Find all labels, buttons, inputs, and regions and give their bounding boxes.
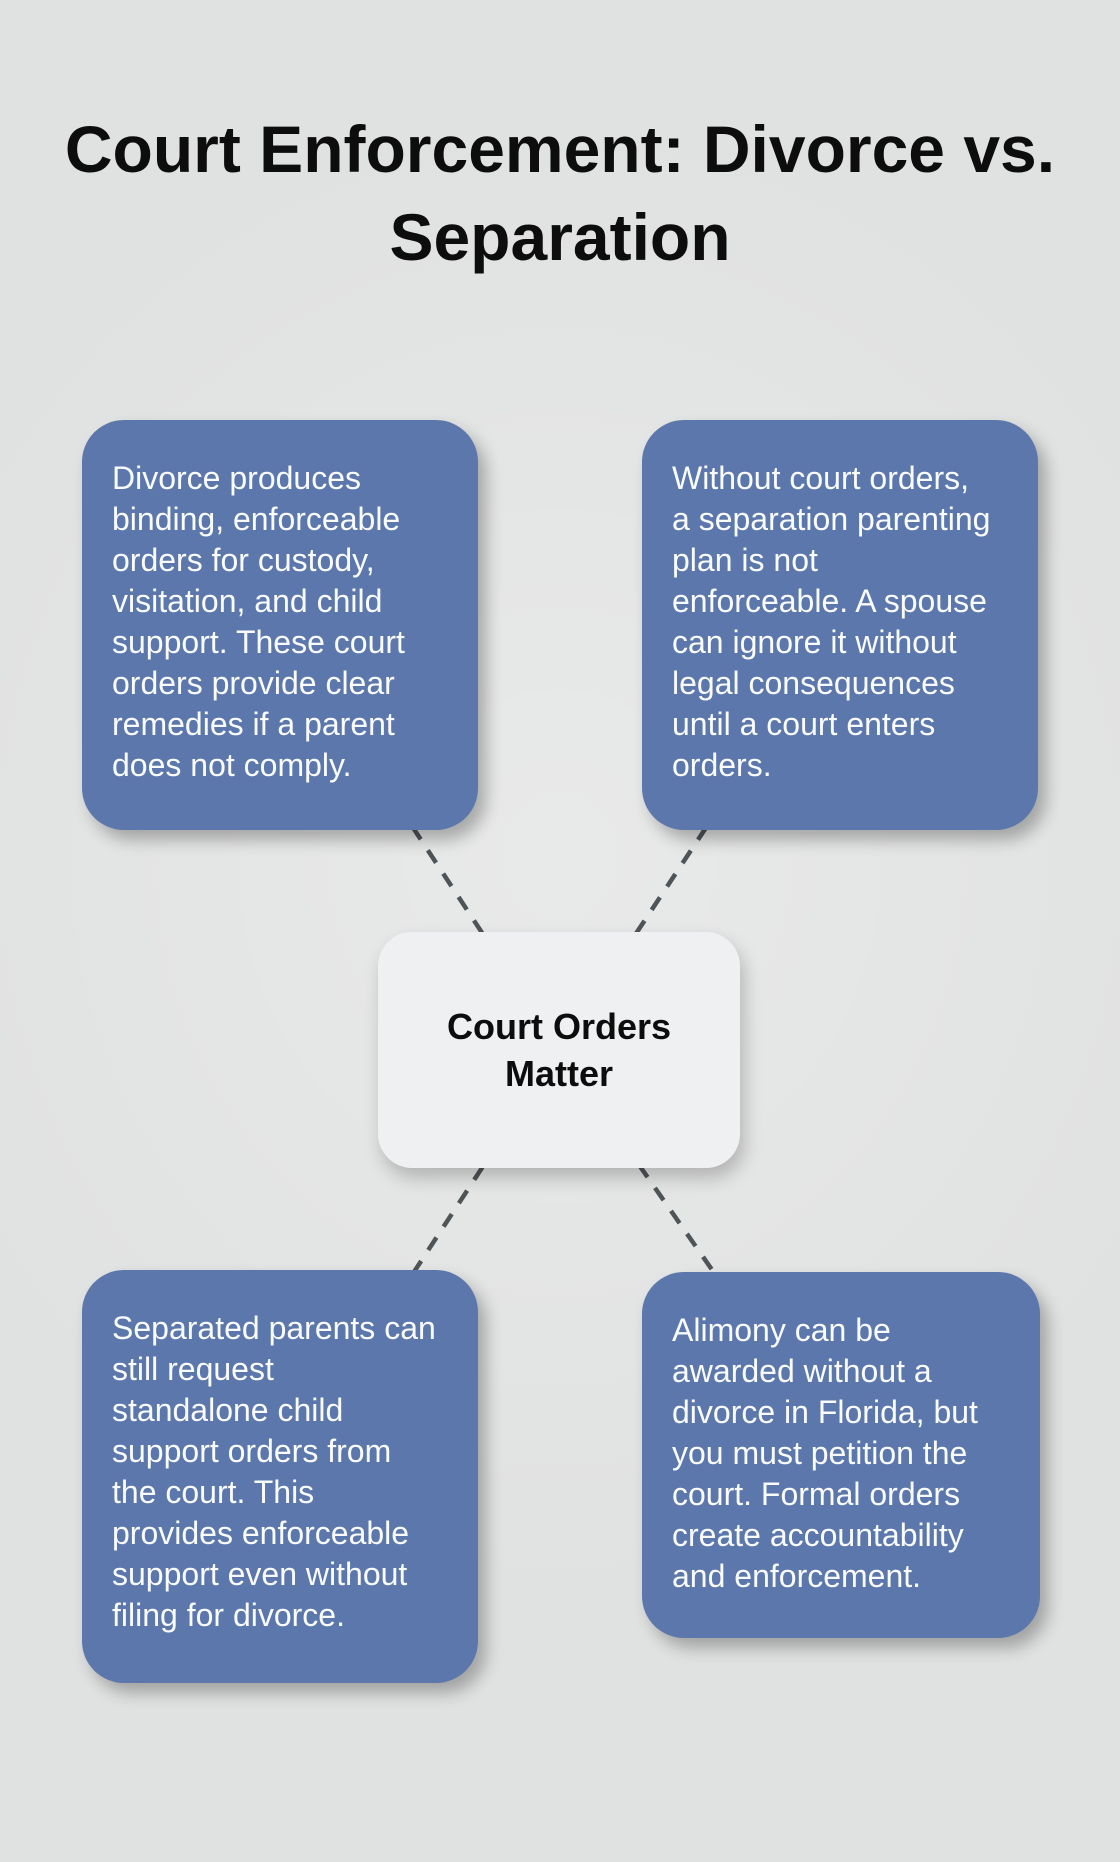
center-node-label: Court Orders Matter xyxy=(446,1006,672,1094)
branch-text-top-left: Divorce produces binding, enforceable or… xyxy=(112,460,405,783)
branch-node-top-left: Divorce produces binding, enforceable or… xyxy=(82,420,478,830)
branch-node-bottom-left: Separated parents can still request stan… xyxy=(82,1270,478,1683)
branch-text-bottom-right: Alimony can be awarded without a divorce… xyxy=(672,1312,978,1594)
branch-node-bottom-right: Alimony can be awarded without a divorce… xyxy=(642,1272,1040,1638)
branch-text-bottom-left: Separated parents can still request stan… xyxy=(112,1310,436,1633)
branch-text-top-right: Without court orders, a separation paren… xyxy=(672,460,991,783)
center-node: Court Orders Matter xyxy=(378,932,740,1168)
branch-node-top-right: Without court orders, a separation paren… xyxy=(642,420,1038,830)
page-title: Court Enforcement: Divorce vs. Separatio… xyxy=(64,112,1056,274)
